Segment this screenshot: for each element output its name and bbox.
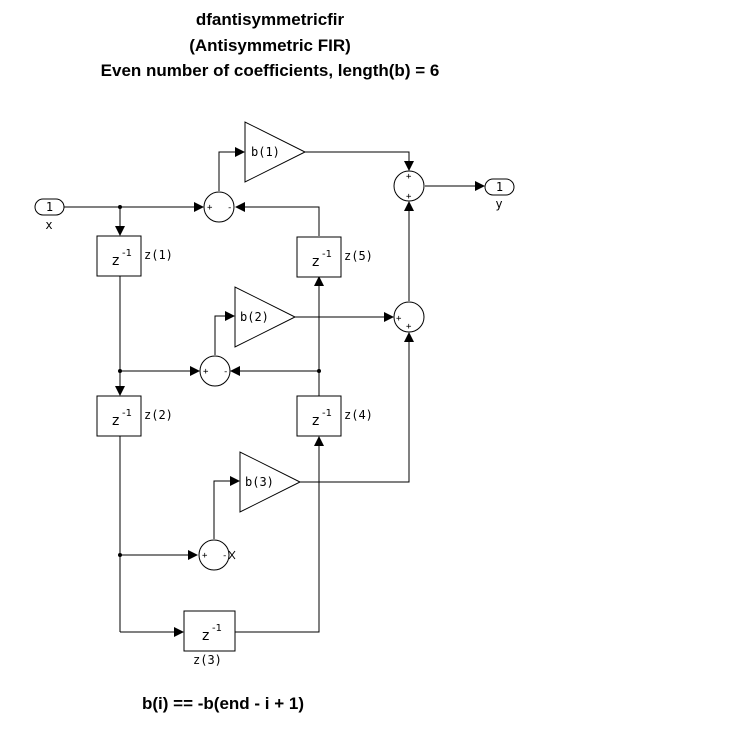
sum-middle-plus-bottom: + bbox=[406, 322, 412, 332]
output-port-label: y bbox=[495, 197, 502, 211]
wire-z5-to-sum1 bbox=[235, 202, 320, 236]
output-port[interactable]: 1 y bbox=[484, 178, 515, 211]
sum-2-minus: - bbox=[223, 367, 228, 377]
sum-middle[interactable]: + + bbox=[393, 301, 425, 333]
delay-z3-label: z(3) bbox=[193, 653, 222, 667]
delay-z4[interactable]: z -1 z(4) bbox=[296, 395, 373, 437]
delay-z3-exponent: -1 bbox=[212, 623, 222, 634]
delay-z2-symbol: z bbox=[112, 413, 119, 429]
diagram-description: Even number of coefficients, length(b) =… bbox=[100, 61, 440, 80]
delay-z5-exponent: -1 bbox=[322, 249, 332, 260]
output-port-number: 1 bbox=[496, 180, 503, 194]
delay-z3[interactable]: z -1 z(3) bbox=[183, 610, 236, 667]
gain-b2[interactable]: b(2) bbox=[234, 286, 297, 348]
sum-middle-plus-left: + bbox=[396, 314, 402, 324]
delay-z1-symbol: z bbox=[112, 253, 119, 269]
input-port-number: 1 bbox=[46, 200, 53, 214]
sum-1-plus: + bbox=[207, 203, 213, 213]
gain-b3-label: b(3) bbox=[245, 475, 274, 489]
delay-z5-label: z(5) bbox=[344, 249, 373, 263]
sum-2-plus: + bbox=[203, 367, 209, 377]
delay-z1-exponent: -1 bbox=[122, 248, 132, 259]
delay-z5-symbol: z bbox=[312, 254, 319, 270]
coefficient-constraint: b(i) == -b(end - i + 1) bbox=[142, 694, 304, 713]
signal-wires bbox=[64, 147, 485, 637]
gain-b1-label: b(1) bbox=[251, 145, 280, 159]
gain-b2-label: b(2) bbox=[240, 310, 269, 324]
input-port[interactable]: 1 x bbox=[34, 198, 65, 232]
sum-output-plus-bottom: + bbox=[406, 192, 412, 202]
sum-2[interactable]: + - bbox=[199, 355, 231, 387]
delay-z4-symbol: z bbox=[312, 413, 319, 429]
delay-z5[interactable]: z -1 z(5) bbox=[296, 236, 373, 278]
delay-z4-exponent: -1 bbox=[322, 408, 332, 419]
junction-dots bbox=[118, 205, 321, 557]
wire-sum2-to-b2 bbox=[214, 311, 235, 355]
wire-sum1-to-b1 bbox=[218, 147, 245, 191]
sum-3-plus: + bbox=[202, 551, 208, 561]
delay-z2-label: z(2) bbox=[144, 408, 173, 422]
delay-z1-label: z(1) bbox=[144, 248, 173, 262]
diagram-subtitle: (Antisymmetric FIR) bbox=[189, 36, 351, 55]
delay-z2[interactable]: z -1 z(2) bbox=[96, 395, 173, 437]
wire-b1-to-sumout bbox=[305, 151, 414, 171]
delay-z4-label: z(4) bbox=[344, 408, 373, 422]
delay-z3-symbol: z bbox=[202, 628, 209, 644]
sum-output-plus-top: + bbox=[406, 172, 412, 182]
gain-b3[interactable]: b(3) bbox=[239, 451, 302, 513]
gain-b1[interactable]: b(1) bbox=[244, 121, 307, 183]
wire-b3-to-summid bbox=[300, 332, 414, 483]
sum-1-minus: - bbox=[227, 203, 232, 213]
wire-sum3-to-b3 bbox=[213, 476, 240, 539]
delay-z1[interactable]: z -1 z(1) bbox=[96, 235, 173, 277]
sum-output[interactable]: + + bbox=[393, 170, 425, 202]
diagram-title: dfantisymmetricfir bbox=[195, 10, 345, 29]
sum-3-minus: - bbox=[222, 551, 227, 561]
wire-z3-to-z4 bbox=[235, 436, 324, 633]
sum-1[interactable]: + - bbox=[203, 191, 235, 223]
sum-3-unconnected-port-mark bbox=[228, 550, 236, 560]
sum-3[interactable]: + - bbox=[198, 539, 236, 571]
delay-z2-exponent: -1 bbox=[122, 408, 132, 419]
input-port-label: x bbox=[45, 218, 52, 232]
